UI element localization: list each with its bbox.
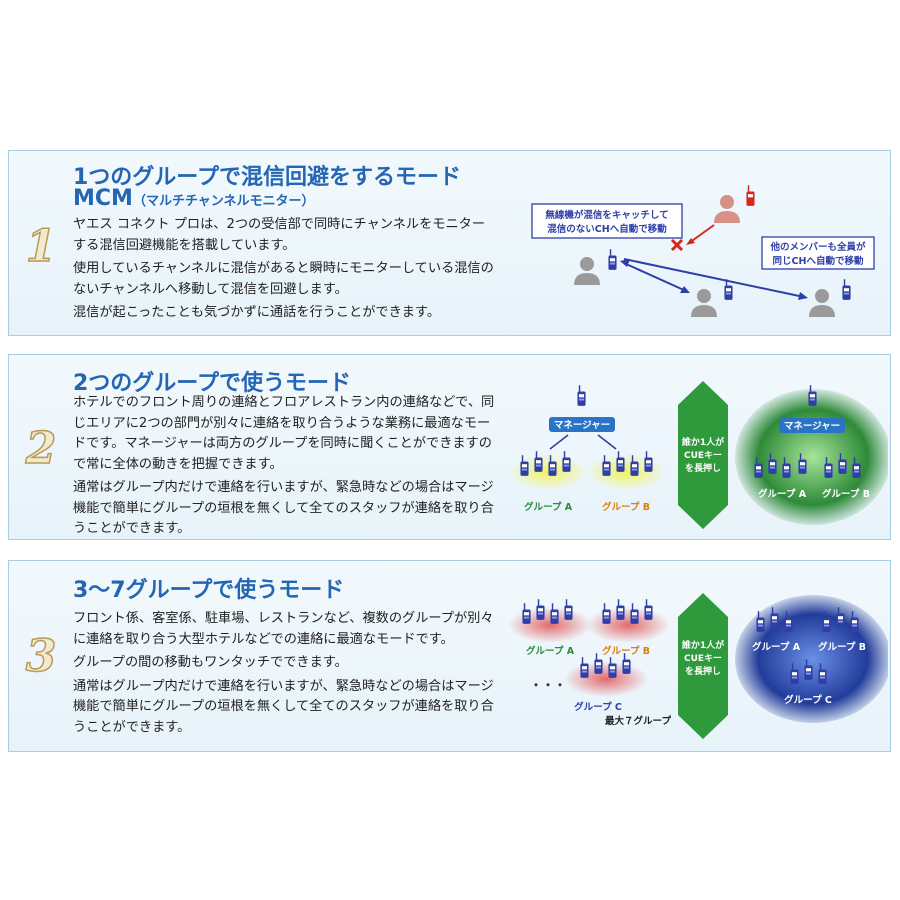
group-a-label: グループ A bbox=[524, 501, 573, 513]
mode-number-1: 1 bbox=[25, 220, 57, 273]
merge-arrow-line2: CUEキー bbox=[684, 450, 722, 461]
merge-arrow-line2: CUEキー bbox=[684, 653, 722, 664]
max-groups-label: 最大７グループ bbox=[605, 715, 671, 727]
merge-arrow-shape bbox=[678, 593, 728, 739]
link-arrow-member-1 bbox=[623, 262, 687, 292]
callout-members-line2: 同じCHへ自動で移動 bbox=[773, 255, 864, 267]
link-arrow-member-2 bbox=[623, 258, 805, 298]
group-a-radio-icon bbox=[536, 599, 545, 620]
panel-2-body: ホテルでのフロント周りの連絡とフロアレストラン内の連絡などで、同じエリアに2つの… bbox=[73, 393, 498, 543]
callout-interference-line2: 混信のないCHへ自動で移動 bbox=[547, 223, 667, 235]
panel-3-body: フロント係、客室係、駐車場、レストランなど、複数のグループが別々に連絡を取り合う… bbox=[73, 609, 498, 741]
merged-manager-badge bbox=[779, 418, 845, 433]
group-b-label: グループ B bbox=[602, 501, 650, 513]
group-a-glow bbox=[508, 454, 588, 490]
panel-1-mcm: MCM bbox=[73, 186, 133, 211]
group-b-radio-icon bbox=[644, 599, 653, 620]
manager-label: マネージャー bbox=[554, 420, 610, 431]
merged-group-b-label: グループ B bbox=[818, 641, 866, 653]
callout-interference-line1: 無線機が混信をキャッチして bbox=[545, 209, 668, 221]
mode-panel-2: 2 2つのグループで使うモード ホテルでのフロント周りの連絡とフロアレストラン内… bbox=[8, 354, 891, 540]
group-a-label: グループ A bbox=[526, 645, 575, 657]
user-radio-icon bbox=[608, 249, 617, 270]
panel-1-paragraph: 混信が起こったことも気づかずに通話を行うことができます。 bbox=[73, 305, 441, 320]
group-b-glow bbox=[586, 607, 670, 643]
panel-1-paragraph: 使用しているチャンネルに混信があると瞬時にモニターしている混信のないチャンネルへ… bbox=[73, 261, 494, 297]
merged-group-b-label: グループ B bbox=[822, 488, 870, 500]
member-person-icon bbox=[809, 289, 835, 317]
interferer-radio-icon bbox=[746, 185, 755, 206]
panel-1-title: 1つのグループで混信回避をするモード bbox=[73, 165, 461, 190]
link-arrowhead-member-1 bbox=[680, 286, 690, 293]
panel-1-paragraph: ヤエス コネクト プロは、2つの受信部で同時にチャンネルをモニターする混信回避機… bbox=[73, 217, 486, 253]
panel-3-title: 3～7グループで使うモード bbox=[73, 578, 345, 603]
group-c-radio-icon bbox=[580, 657, 589, 678]
manager-link-a bbox=[549, 434, 569, 450]
mode-panel-3: 3 3～7グループで使うモード フロント係、客室係、駐車場、レストランなど、複数… bbox=[8, 560, 891, 752]
group-a-radio-icon bbox=[562, 451, 571, 472]
more-groups-dots: ・・・ bbox=[530, 678, 566, 692]
callout-members-line1: 他のメンバーも全員が bbox=[769, 241, 866, 253]
merged-group-glow bbox=[735, 389, 888, 525]
interference-arrowhead bbox=[686, 238, 695, 245]
callout-members-box bbox=[761, 236, 875, 270]
mode-panel-1: 1 1つのグループで混信回避をするモード MCM（マルチチャンネルモニター） ヤ… bbox=[8, 150, 891, 336]
group-b-radio-icon bbox=[616, 599, 625, 620]
user-person-icon bbox=[574, 257, 600, 285]
mode-number-3: 3 bbox=[25, 630, 57, 683]
merge-arrow-shape bbox=[678, 381, 728, 529]
link-arrowhead-member-2 bbox=[798, 292, 808, 300]
panel-2-paragraph: 通常はグループ内だけで連絡を行いますが、緊急時などの場合はマージ機能で簡単にグル… bbox=[73, 480, 494, 536]
panel-3-paragraph: グループの間の移動もワンタッチでできます。 bbox=[73, 655, 348, 670]
link-arrowtail bbox=[620, 259, 630, 267]
merge-arrow-line3: を長押し bbox=[685, 665, 721, 677]
manager-radio-icon bbox=[577, 385, 586, 406]
mcm-diagram: 無線機が混信をキャッチして 混信のないCHへ自動で移動 他のメンバーも全員が 同… bbox=[531, 185, 875, 317]
merged-group-a-label: グループ A bbox=[758, 488, 807, 500]
multi-group-diagram: グループ A グループ B ・・・ グループ C 最大７グループ 誰か1人が C… bbox=[508, 593, 888, 739]
mode-number-2: 2 bbox=[25, 422, 57, 475]
panel-1-subtitle: （マルチチャンネルモニター） bbox=[132, 194, 315, 209]
group-c-label: グループ C bbox=[574, 701, 622, 713]
merged-manager-label: マネージャー bbox=[784, 421, 840, 432]
merge-arrow-line1: 誰か1人が bbox=[682, 639, 725, 651]
group-a-radio-icon bbox=[564, 599, 573, 620]
panel-2-title: 2つのグループで使うモード bbox=[73, 371, 351, 396]
panel-1-body: ヤエス コネクト プロは、2つの受信部で同時にチャンネルをモニターする混信回避機… bbox=[73, 215, 498, 327]
two-group-diagram: マネージャー グループ A グループ B 誰か1人が CUEキー を長押し マネ… bbox=[508, 381, 888, 529]
group-b-radio-icon bbox=[602, 603, 611, 624]
callout-interference-box bbox=[531, 203, 683, 239]
manager-link-b bbox=[597, 434, 617, 450]
group-c-radio-icon bbox=[608, 657, 617, 678]
interference-arrow bbox=[688, 224, 715, 244]
panel-2-paragraph: ホテルでのフロント周りの連絡とフロアレストラン内の連絡などで、同じエリアに2つの… bbox=[73, 395, 495, 472]
merged-group-c-label: グループ C bbox=[784, 694, 832, 706]
group-b-glow bbox=[586, 454, 666, 490]
blocked-x-icon bbox=[670, 238, 684, 252]
group-b-radio-icon bbox=[644, 451, 653, 472]
panel-1-title-line2: MCM（マルチチャンネルモニター） bbox=[73, 186, 315, 211]
group-b-label: グループ B bbox=[602, 645, 650, 657]
merged-manager-radio-icon bbox=[808, 385, 817, 406]
group-b-radio-icon bbox=[630, 603, 639, 624]
merge-arrow-line3: を長押し bbox=[685, 462, 721, 474]
group-a-radio-icon bbox=[522, 603, 531, 624]
group-a-radio-icon bbox=[550, 603, 559, 624]
merged-group-a-label: グループ A bbox=[752, 641, 801, 653]
interferer-person-icon bbox=[714, 195, 740, 223]
group-c-glow bbox=[564, 661, 648, 697]
panel-3-paragraph: 通常はグループ内だけで連絡を行いますが、緊急時などの場合はマージ機能で簡単にグル… bbox=[73, 678, 494, 735]
member-radio-icon bbox=[842, 279, 851, 300]
panel-3-paragraph: フロント係、客室係、駐車場、レストランなど、複数のグループが別々に連絡を取り合う… bbox=[73, 611, 494, 647]
member-person-icon bbox=[691, 289, 717, 317]
group-a-glow bbox=[508, 607, 592, 643]
merge-arrow-line1: 誰か1人が bbox=[682, 436, 725, 448]
manager-badge bbox=[549, 417, 615, 432]
